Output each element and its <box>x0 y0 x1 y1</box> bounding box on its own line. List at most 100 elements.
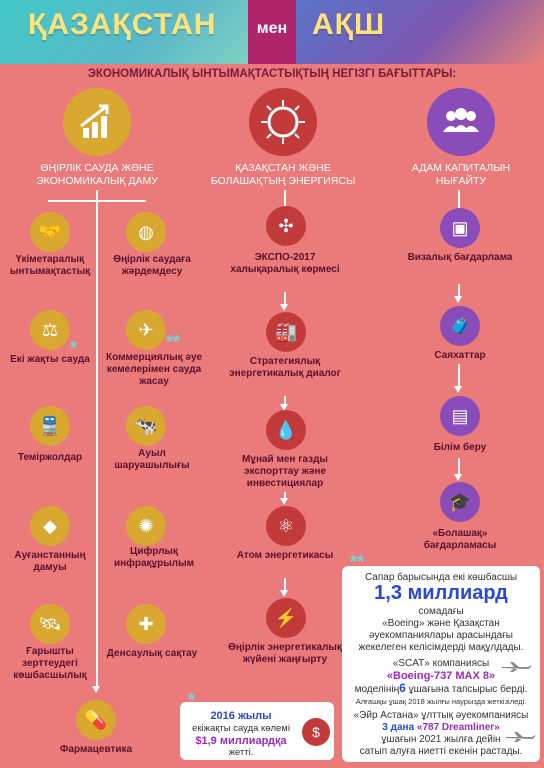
middle-item-label: Атом энергетикасы <box>236 550 334 561</box>
trade-amount: $1,9 миллиардқа <box>195 735 287 747</box>
airplane-icon <box>506 732 536 742</box>
afghanistan-map-icon: ◆ <box>30 506 70 546</box>
deals-p1d: жекелеген келісімдерді мақұлдады. <box>358 642 524 653</box>
middle-arrow <box>280 590 288 597</box>
airplane-icon: ✈ <box>126 310 166 350</box>
left-item-label: Ауыл шаруашылығы <box>114 448 190 471</box>
handshake-icon: 🤝 <box>30 212 70 252</box>
deals-p2c: моделінің <box>354 684 400 695</box>
page-title: ЭКОНОМИКАЛЫҚ ЫНТЫМАҚТАСТЫҚТЫҢ НЕГІЗГІ БА… <box>87 68 457 80</box>
left-item-label: Ауғанстанның дамуы <box>14 550 86 573</box>
asterisk-marker-double: ** <box>350 552 365 572</box>
middle-connector <box>284 292 286 306</box>
banner: ҚАЗАҚСТАН мен АҚШ <box>0 0 544 64</box>
asterisk-marker-double: ** <box>166 332 181 352</box>
left-branch-line <box>48 200 146 202</box>
right-arrow <box>454 386 462 393</box>
airplane-icon <box>502 662 532 672</box>
graduation-cap-icon: 🎓 <box>440 482 480 522</box>
classroom-icon: ▤ <box>440 396 480 436</box>
deals-p1a: сомадағы <box>418 606 464 617</box>
right-connector <box>458 284 460 298</box>
left-trunk-line <box>96 190 98 686</box>
deals-p2b: «Boeing-737 MAX 8» <box>386 670 496 682</box>
wind-turbine-icon: ✣ <box>266 206 306 246</box>
right-arrow <box>454 474 462 481</box>
right-item-label: «Болашақ» бағдарламасы <box>423 528 497 551</box>
deals-paragraph-2: «SCAT» компаниясы «Boeing-737 MAX 8» мод… <box>342 658 540 708</box>
globe-icon: ◍ <box>126 212 166 252</box>
satellite-icon: 🛰 <box>30 604 70 644</box>
oil-drop-icon: 💧 <box>266 410 306 450</box>
deals-amount: 1,3 миллиард <box>374 582 508 604</box>
middle-item-label: Мұнай мен газды экспорттау және инвестиц… <box>242 454 328 489</box>
deals-p3d: ұшағын 2021 жылға дейін <box>381 734 501 745</box>
deals-p3e: сатып алуға ниетті екенін растады. <box>359 746 523 757</box>
middle-connector <box>284 578 286 592</box>
banner-divider <box>248 0 296 64</box>
pills-icon: 💊 <box>76 700 116 740</box>
left-item-label: Фармацевтика <box>59 744 133 755</box>
usa-flag-pattern <box>296 0 544 64</box>
scales-icon: ⚖ <box>30 310 70 350</box>
column-title-human-capital: АДАМ КАПИТАЛЫН НЫҒАЙТУ <box>411 162 511 187</box>
kazakhstan-flag-pattern <box>0 0 248 64</box>
right-item-label: Білім беру <box>433 442 487 453</box>
middle-item-label: Стратегиялық энергетикалық диалог <box>229 356 341 379</box>
left-item-label: Екі жақты сауда <box>10 354 90 365</box>
expo-emblem-icon <box>249 88 317 156</box>
left-item-label: Өңірлік саудаға жәрдемдесу <box>113 254 191 277</box>
deals-p2-number: 6 <box>399 681 406 695</box>
brain-icon: ✺ <box>126 506 166 546</box>
right-connector <box>458 458 460 476</box>
deals-p2a: «SCAT» компаниясы <box>392 658 490 669</box>
middle-arrow <box>280 304 288 311</box>
middle-arrow <box>280 404 288 411</box>
atom-icon: ⚛ <box>266 506 306 546</box>
middle-connector <box>284 492 286 500</box>
cow-icon: 🐄 <box>126 406 166 446</box>
power-tower-icon: ⚡ <box>266 598 306 638</box>
trade-line1: екіжақты сауда көлемі <box>192 723 290 734</box>
trade-volume-box: 2016 жылы екіжақты сауда көлемі $1,9 мил… <box>180 702 334 760</box>
deals-p3a: «Эйр Астана» ұлттық әуекомпаниясы <box>353 710 529 721</box>
trade-line3: жетті. <box>228 747 254 758</box>
middle-arrow <box>280 498 288 505</box>
banner-usa-title: АҚШ <box>312 8 386 41</box>
train-icon: 🚆 <box>30 406 70 446</box>
middle-item-label: Өңірлік энергетикалық жүйені жаңғырту <box>228 642 342 665</box>
deals-intro: Сапар барысында екі көшбасшы <box>364 572 518 583</box>
left-item-label: Цифрлық инфрақұрылым <box>113 546 195 569</box>
left-item-label: Теміржолдар <box>17 452 83 463</box>
left-item-label: Үкіметаралық ынтымақтастық <box>9 254 91 277</box>
left-item-label: Денсаулық сақтау <box>106 648 198 659</box>
column-title-energy: ҚАЗАҚСТАН ЖӘНЕ БОЛАШАҚТЫҢ ЭНЕРГИЯСЫ <box>210 162 356 187</box>
boeing-deals-box: Сапар барысында екі көшбасшы 1,3 миллиар… <box>342 566 540 762</box>
middle-connector <box>284 190 286 206</box>
deals-p2-note: Алғашқы ұшақ 2018 жылғы наурызда жеткізі… <box>355 697 527 706</box>
trade-year: 2016 жылы <box>210 710 272 722</box>
asterisk-marker-single: * <box>188 690 196 710</box>
deals-p1c: әуекомпаниялары арасындағы <box>369 630 513 641</box>
middle-item-label: ЭКСПО-2017 халықаралық көрмесі <box>230 252 340 275</box>
medical-cross-icon: ✚ <box>126 604 166 644</box>
left-item-label: Коммерциялық әуе кемелерімен сауда жасау <box>106 352 202 387</box>
left-trunk-arrow <box>92 686 100 693</box>
deals-p3b: 3 дана <box>382 722 415 733</box>
column-title-trade: ӨҢІРЛІК САУДА ЖӘНЕ ЭКОНОМИКАЛЫҚ ДАМУ <box>36 162 158 187</box>
traveler-icon: 🧳 <box>440 306 480 346</box>
power-plant-icon: 🏭 <box>266 312 306 352</box>
banner-conjunction: мен <box>256 20 288 37</box>
deals-p1b: «Boeing» және Қазақстан <box>382 618 500 629</box>
banner-kazakhstan-title: ҚАЗАҚСТАН <box>28 8 217 41</box>
deals-p3c: «787 Dreamliner» <box>416 722 500 733</box>
asterisk-marker-single: * <box>70 338 78 358</box>
passport-icon: ▣ <box>440 208 480 248</box>
right-connector <box>458 190 460 208</box>
deals-p2d: ұшағына тапсырыс берді. <box>408 684 528 695</box>
deals-paragraph-1: сомадағы «Boeing» және Қазақстан әуекомп… <box>342 606 540 654</box>
people-group-icon <box>427 88 495 156</box>
right-arrow <box>454 296 462 303</box>
right-item-label: Саяхаттар <box>434 350 486 361</box>
coins-icon: $ <box>302 718 330 746</box>
